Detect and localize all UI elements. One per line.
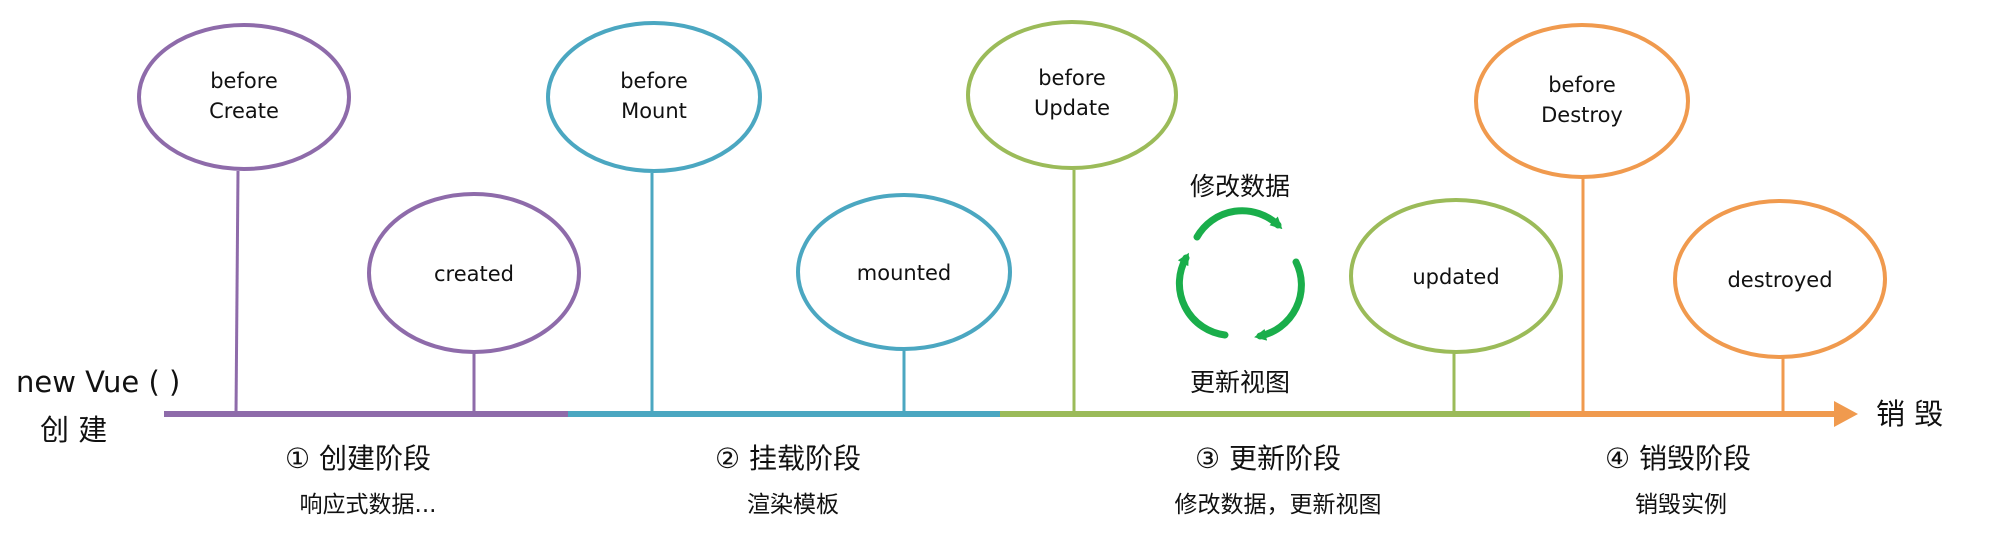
timeline <box>164 401 1858 427</box>
phase-subtitle-create: 响应式数据... <box>300 492 437 518</box>
phase-title-destroy: ④ 销毁阶段 <box>1605 442 1751 475</box>
start-label-line1: new Vue ( ) <box>16 365 180 399</box>
hook-label-line1: before <box>620 69 688 93</box>
hook-label-line1: updated <box>1412 265 1499 289</box>
update-cycle: 修改数据 更新视图 <box>1175 172 1305 397</box>
hook-destroyed: destroyed <box>1673 199 1887 414</box>
hook-bubble <box>367 192 581 354</box>
phase-subtitle-mount: 渲染模板 <box>747 492 839 518</box>
end-label: 销 毁 <box>1876 397 1943 431</box>
hook-label-line1: before <box>1038 66 1106 90</box>
hook-bubble <box>546 21 762 173</box>
hook-label-line2: Update <box>1034 96 1110 120</box>
hook-before-update: before Update <box>966 20 1178 414</box>
refresh-cycle-icon <box>1175 207 1305 341</box>
hook-before-mount: before Mount <box>546 21 762 414</box>
hook-label-line1: destroyed <box>1727 268 1832 292</box>
hook-label-line2: Create <box>209 99 279 123</box>
hook-bubble <box>796 193 1012 351</box>
hook-label-line1: before <box>210 69 278 93</box>
cycle-bottom-label: 更新视图 <box>1190 368 1290 397</box>
hook-bubble <box>966 20 1178 170</box>
hook-label-line1: before <box>1548 73 1616 97</box>
phase-title-mount: ② 挂载阶段 <box>715 442 861 475</box>
hook-label-line2: Destroy <box>1541 103 1623 127</box>
hook-before-destroy: before Destroy <box>1474 23 1690 414</box>
hook-bubble <box>1673 199 1887 359</box>
timeline-arrowhead <box>1834 401 1858 427</box>
cycle-top-label: 修改数据 <box>1190 172 1290 201</box>
hook-bubble <box>1349 198 1563 354</box>
hook-bubble <box>1474 23 1690 179</box>
hook-mounted: mounted <box>796 193 1012 414</box>
phase-captions: ① 创建阶段 响应式数据... ② 挂载阶段 渲染模板 ③ 更新阶段 修改数据，… <box>285 442 1751 518</box>
hook-label-line1: created <box>434 262 514 286</box>
phase-title-update: ③ 更新阶段 <box>1195 442 1341 475</box>
phase-subtitle-destroy: 销毁实例 <box>1635 492 1727 518</box>
start-label-line2: 创 建 <box>40 413 107 447</box>
hook-before-create: before Create <box>137 23 351 415</box>
phase-title-create: ① 创建阶段 <box>285 442 431 475</box>
hook-label-line1: mounted <box>857 261 951 285</box>
phase-subtitle-update: 修改数据，更新视图 <box>1175 492 1382 518</box>
hook-created: created <box>367 192 581 414</box>
hook-bubble <box>137 23 351 171</box>
hook-updated: updated <box>1349 198 1563 414</box>
hook-stem <box>234 170 240 415</box>
hook-label-line2: Mount <box>621 99 687 123</box>
